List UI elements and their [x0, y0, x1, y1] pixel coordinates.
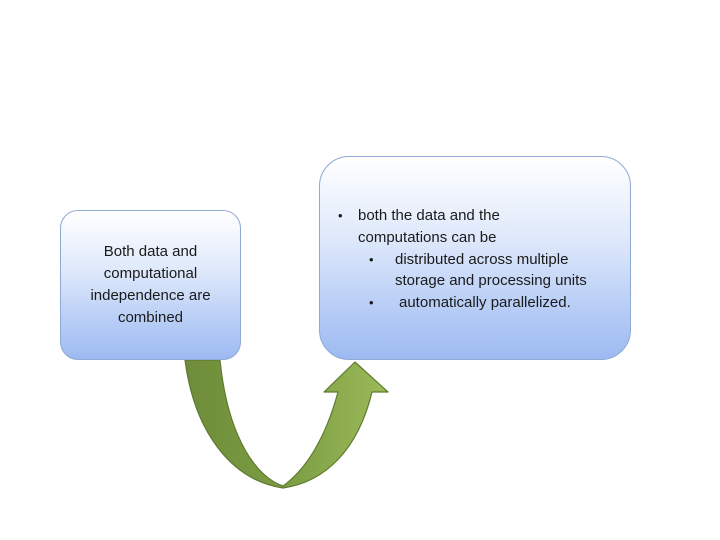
left-box-line-4: combined: [117, 309, 184, 326]
bullet-3-line-1: automatically parallelized.: [399, 294, 571, 311]
bullet-2-line-1: distributed across multiple: [395, 251, 569, 268]
bullet-marker-3: •: [369, 295, 374, 310]
bullet-marker-1: •: [338, 208, 343, 223]
arrow-body: [184, 359, 389, 489]
right-concept-box: • both the data and the computations can…: [319, 156, 631, 360]
left-box-text: Both data and computational independence…: [76, 241, 226, 329]
bullet-1-line-2: computations can be: [358, 229, 497, 246]
bullet-1-line-1: both the data and the: [358, 207, 500, 224]
bullet-marker-2: •: [369, 252, 374, 267]
bullet-2-line-2: storage and processing units: [395, 272, 587, 289]
left-box-line-1: Both data and: [103, 243, 198, 260]
bullet-list: • both the data and the computations can…: [320, 157, 630, 359]
left-box-line-3: independence are: [90, 287, 211, 304]
left-box-line-2: computational: [103, 265, 198, 282]
left-concept-box: Both data and computational independence…: [60, 210, 241, 360]
